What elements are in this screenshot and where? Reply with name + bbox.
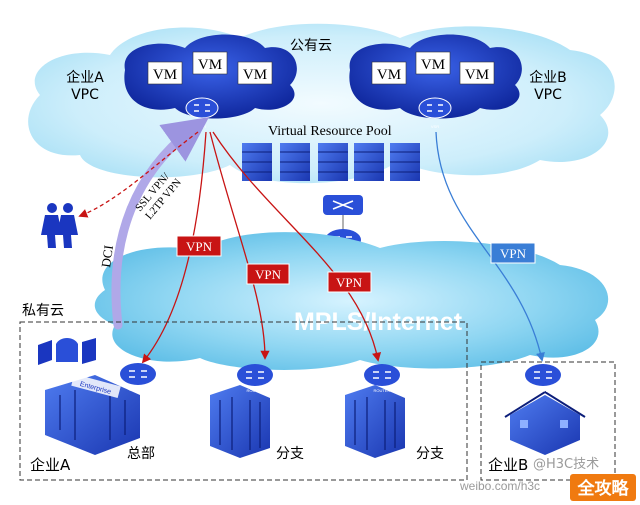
server-rack-icon: [242, 143, 272, 181]
server-rack-group: [242, 143, 420, 181]
vm-label: VM: [465, 67, 489, 83]
vm-box: [371, 61, 407, 85]
vm-label: VM: [153, 67, 177, 83]
enterprise-a-label: 企业A: [30, 456, 71, 474]
mpls-title: MPLS/Internet: [294, 308, 463, 336]
branch1-label: 分支: [276, 446, 304, 462]
vpn-label: VPN: [255, 267, 282, 282]
branch2-router-label: ROUTER: [374, 388, 391, 393]
private-cloud-box: [19, 321, 468, 481]
vpn-link-branch1: [209, 131, 270, 360]
vsr-router-icon: [418, 97, 452, 119]
private-cloud-title-bg: [18, 300, 74, 320]
hq-router-icon: [120, 363, 156, 385]
vm-box: [415, 51, 451, 75]
vm-box: [459, 61, 495, 85]
hq-label: 总部: [127, 446, 155, 462]
private-cloud-title: 私有云: [22, 303, 64, 319]
branch2-building-icon: [345, 385, 405, 458]
watermark-line1: @H3C技术: [533, 457, 599, 472]
vpc-b-title: 企业B: [529, 69, 567, 86]
vpn-badge-a1: VPN: [176, 235, 222, 257]
watermark-line2: weibo.com/h3c: [459, 479, 540, 493]
vpn-link-hq: [141, 131, 207, 364]
vpn-badge-a3: VPN: [327, 271, 372, 293]
remote-users-icon: [41, 203, 78, 248]
server-rack-icon: [390, 143, 420, 181]
vpn-badge-b: VPN: [490, 242, 536, 264]
enterprise-b-house-icon: [504, 390, 586, 455]
hq-router-label: ROUTER: [130, 387, 147, 392]
vpc-a-title: 企业A: [66, 69, 104, 86]
ssl-vpn-link: [78, 131, 199, 218]
vpn-badge-a2: VPN: [246, 263, 290, 285]
branch1-router-label: ROUTER: [247, 388, 264, 393]
vm-label: VM: [243, 67, 267, 83]
guide-badge: 全攻略: [570, 474, 636, 501]
vpn-link-branch2: [212, 131, 382, 362]
server-rack-icon: [280, 143, 310, 181]
vpc-b: VM VM VM VSR 企业B VPC: [349, 34, 567, 129]
branch1-router-icon: [237, 364, 273, 386]
mpls-cloud-shape: [94, 232, 609, 370]
branch2-router-icon: [364, 364, 400, 386]
vpc-a-cloud: [124, 34, 297, 119]
vm-box: [192, 51, 228, 75]
enterprise-b-label: 企业B: [488, 456, 528, 474]
vm-box: [237, 61, 273, 85]
dci-link: [111, 117, 209, 330]
hq-building-icon: Enterprise: [38, 338, 140, 455]
vsr-label: VSR: [431, 124, 439, 129]
server-rack-icon: [318, 143, 348, 181]
vpc-b-cloud: [349, 34, 522, 119]
vpc-b-subtitle: VPC: [534, 87, 562, 103]
branch1-building-icon: [210, 385, 270, 458]
enterprise-b-router-label: ROUTER: [535, 388, 552, 393]
dci-label: DCI: [98, 244, 116, 268]
resource-pool-label: Virtual Resource Pool: [268, 124, 392, 139]
vm-label: VM: [421, 57, 445, 73]
vpn-label: VPN: [186, 239, 213, 254]
enterprise-b-router-icon: [525, 364, 561, 386]
vpc-a: VM VM VM VSR 企业A VPC: [66, 34, 297, 129]
enterprise-b-box: [480, 361, 616, 481]
vpn-link-b: [435, 131, 545, 362]
branch2-label: 分支: [416, 446, 444, 462]
vm-label: VM: [198, 57, 222, 73]
badge-text: 全攻略: [577, 478, 630, 499]
vpn-label: VPN: [336, 275, 363, 290]
vm-label: VM: [377, 67, 401, 83]
vpc-a-subtitle: VPC: [71, 87, 99, 103]
server-rack-icon: [354, 143, 384, 181]
vm-box: [147, 61, 183, 85]
switch-icon: [323, 195, 363, 215]
vsr-router-icon: [185, 97, 219, 119]
public-cloud-title: 公有云: [290, 38, 332, 54]
vpn-label: VPN: [500, 246, 527, 261]
